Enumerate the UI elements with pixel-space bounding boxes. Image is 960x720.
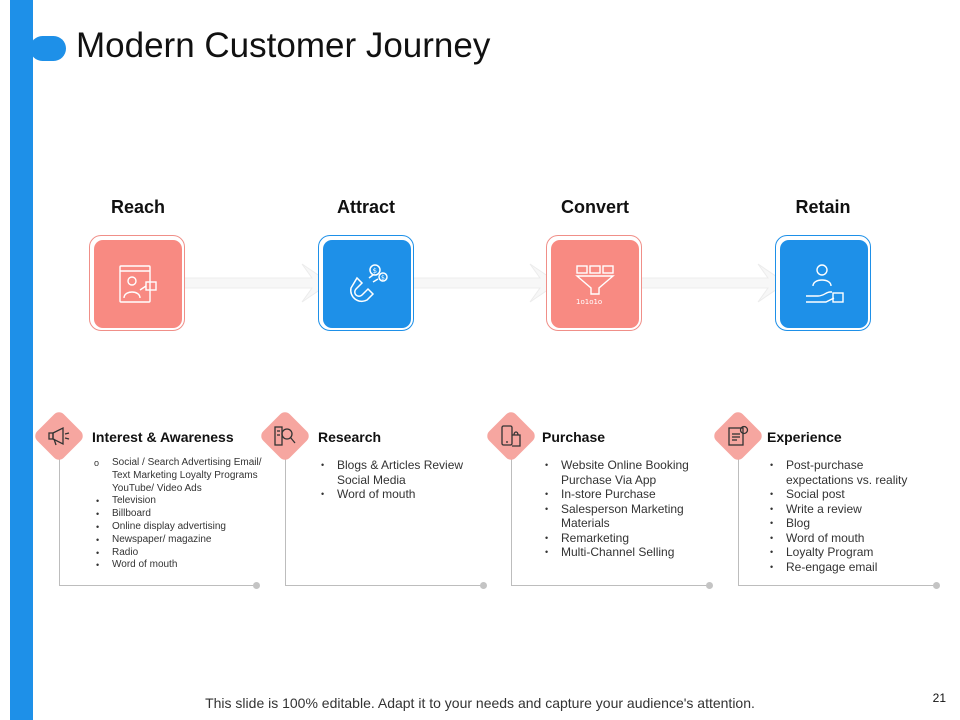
megaphone-icon <box>48 426 70 446</box>
list-item: Salesperson Marketing Materials <box>543 502 703 531</box>
list-item: Loyalty Program <box>768 545 928 560</box>
svg-text:1o1o1o: 1o1o1o <box>576 298 602 306</box>
arrow-convert-to-retain <box>640 263 787 303</box>
card-heading-interest-awareness: Interest & Awareness <box>92 429 234 445</box>
card-frame-interest-awareness <box>59 448 257 586</box>
list-item: Social post <box>768 487 928 502</box>
left-accent-bar <box>10 0 33 720</box>
card-heading-research: Research <box>318 429 382 445</box>
card-frame-experience <box>738 448 936 586</box>
list-item: Blogs & Articles Review Social Media <box>319 458 479 487</box>
magnet-dollar-icon: $ $ <box>323 240 411 328</box>
list-item: Word of mouth <box>768 531 928 546</box>
stage-tile-convert: 1o1o1o <box>546 235 642 331</box>
phone-shopping-bag-icon <box>501 425 521 447</box>
card-list-purchase: Website Online Booking Purchase Via App … <box>543 458 703 560</box>
list-item: Television <box>94 495 266 508</box>
card-end-dot <box>706 582 713 589</box>
card-frame-research <box>285 448 483 586</box>
list-item: Multi-Channel Selling <box>543 545 703 560</box>
diamond-badge-experience <box>711 409 765 463</box>
list-item: Social / Search Advertising Email/ Text … <box>94 457 266 495</box>
stage-label-convert: Convert <box>560 197 629 217</box>
card-end-dot <box>253 582 260 589</box>
svg-text:$: $ <box>381 275 385 282</box>
card-heading-experience: Experience <box>767 429 842 445</box>
stage-label-attract: Attract <box>336 197 395 217</box>
stage-label-retain: Retain <box>795 197 851 217</box>
person-hand-box-icon <box>780 240 868 328</box>
funnel-binary-icon: 1o1o1o <box>551 240 639 328</box>
list-item: Write a review <box>768 502 928 517</box>
list-item: Blog <box>768 516 928 531</box>
list-item: Word of mouth <box>319 487 479 502</box>
stage-tile-attract: $ $ <box>318 235 414 331</box>
review-document-icon <box>728 425 749 446</box>
stage-tile-retain <box>775 235 871 331</box>
list-item: Re-engage email <box>768 560 928 575</box>
list-item: Newspaper/ magazine <box>94 534 266 547</box>
list-item: Radio <box>94 547 266 560</box>
list-item: In-store Purchase <box>543 487 703 502</box>
title-accent-pill <box>30 36 66 61</box>
card-heading-purchase: Purchase <box>542 429 606 445</box>
list-item: Remarketing <box>543 531 703 546</box>
footer-note: This slide is 100% editable. Adapt it to… <box>205 695 755 711</box>
list-item: Billboard <box>94 508 266 521</box>
card-end-dot <box>480 582 487 589</box>
list-item: Post-purchase expectations vs. reality <box>768 458 928 487</box>
presenter-board-icon <box>94 240 182 328</box>
arrow-reach-to-attract <box>184 263 331 303</box>
list-item: Online display advertising <box>94 521 266 534</box>
stage-label-reach: Reach <box>110 197 166 217</box>
card-frame-purchase <box>511 448 709 586</box>
stage-tile-reach <box>89 235 185 331</box>
list-item: Word of mouth <box>94 559 266 572</box>
diamond-badge-interest <box>32 409 86 463</box>
slide-title: Modern Customer Journey <box>76 26 491 65</box>
page-number: 21 <box>932 691 946 705</box>
diamond-badge-research <box>258 409 312 463</box>
arrow-attract-to-convert <box>412 263 559 303</box>
svg-text:$: $ <box>373 267 377 275</box>
list-item: Website Online Booking Purchase Via App <box>543 458 703 487</box>
card-list-experience: Post-purchase expectations vs. reality S… <box>768 458 928 574</box>
magnifier-chart-icon <box>274 426 296 446</box>
card-end-dot <box>933 582 940 589</box>
diamond-badge-purchase <box>484 409 538 463</box>
card-list-research: Blogs & Articles Review Social Media Wor… <box>319 458 479 502</box>
card-list-interest-awareness: Social / Search Advertising Email/ Text … <box>94 457 266 572</box>
